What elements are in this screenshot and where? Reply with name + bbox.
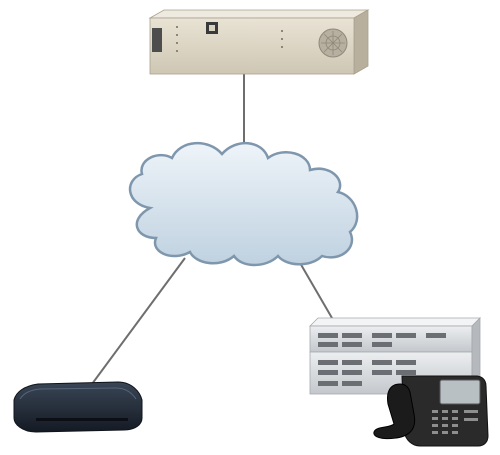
rack-server-icon [148, 9, 370, 75]
router-icon [13, 381, 143, 433]
phone-screen [439, 379, 481, 405]
link-cloud-gateway [91, 257, 186, 385]
cloud-icon [128, 141, 359, 267]
desk-phone-icon [373, 375, 489, 447]
phone-handset [373, 383, 416, 440]
link-cloud-pbx [295, 255, 333, 319]
